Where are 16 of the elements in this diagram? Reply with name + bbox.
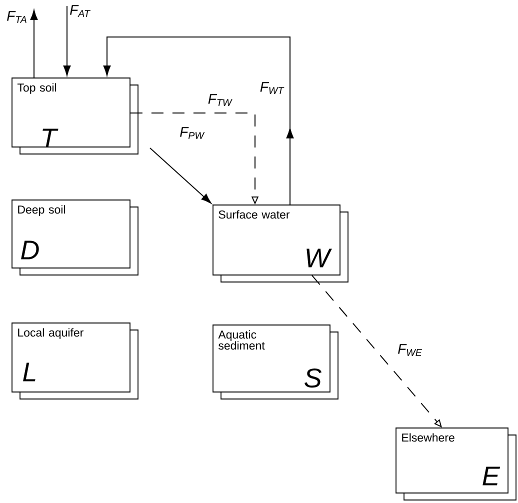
edge-label: F$_{WT}$ — [258, 81, 286, 95]
edge-label: F$_{PW}$ — [178, 126, 206, 140]
edge-label: F$_{TW}$ — [206, 93, 234, 107]
arrow — [63, 6, 71, 76]
compartment-box: Local aquifer L — [12, 322, 138, 400]
compartment-box: Aquatic sediment S — [212, 324, 338, 400]
edge-label: F$_{AT}$ — [68, 4, 92, 18]
arrow — [103, 36, 294, 206]
edge-label: F$_{WE}$ — [396, 343, 424, 357]
compartment-box: Deep soil D — [12, 200, 138, 276]
arrow — [30, 10, 38, 78]
compartment-box: Surface water W — [212, 204, 348, 282]
arrow — [150, 148, 212, 204]
edge-label: F$_{TA}$ — [6, 10, 28, 24]
compartment-box: Top soil T — [12, 78, 138, 154]
compartment-box: Elsewhere E — [396, 428, 516, 500]
